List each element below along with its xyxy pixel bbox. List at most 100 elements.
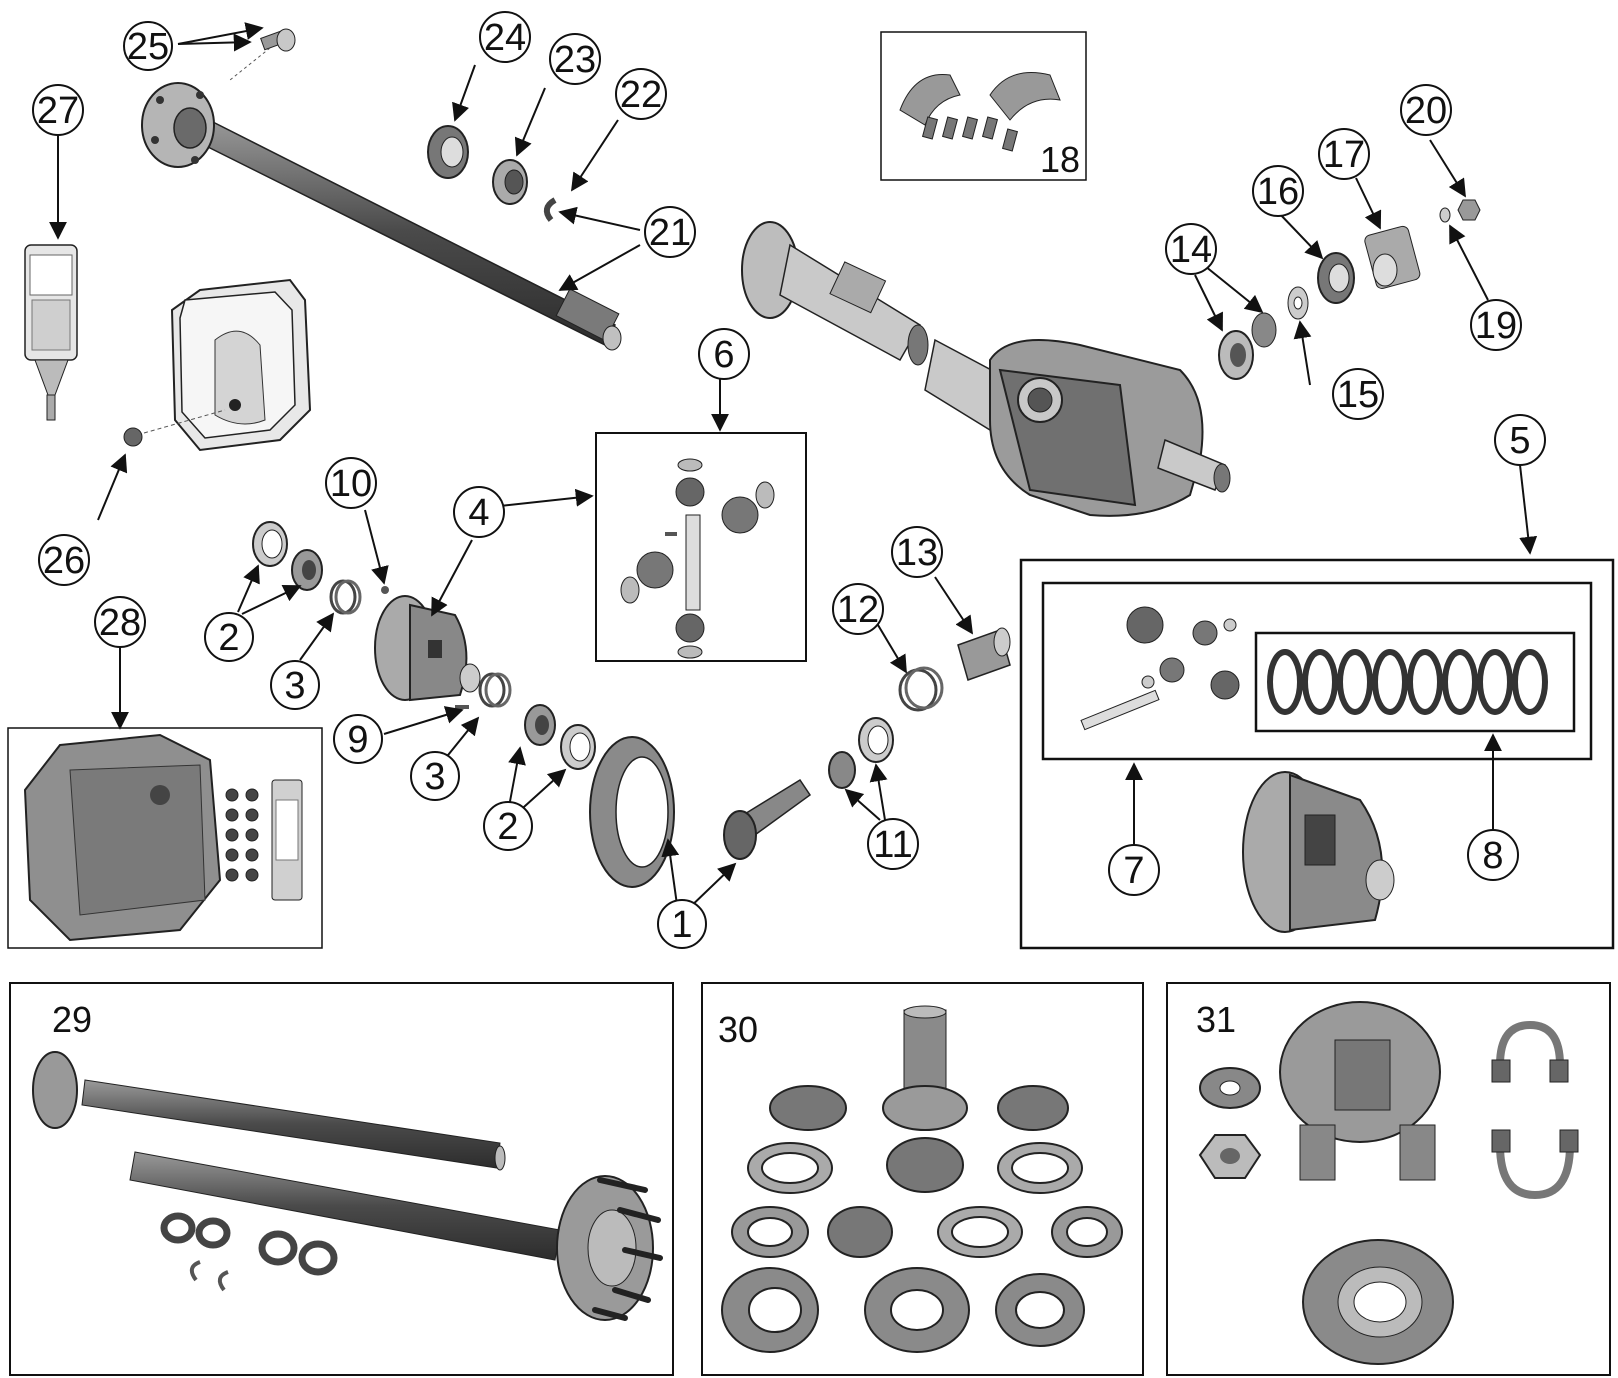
axle-housing-part (741, 221, 1231, 517)
pinion-washer-part (1287, 286, 1309, 320)
callout-27: 27 (32, 84, 84, 136)
clutch-pack-box (1254, 631, 1576, 733)
pinion-gear-part (723, 778, 812, 860)
box-number-29: 29 (52, 999, 92, 1040)
svg-text:1: 1 (671, 904, 692, 946)
svg-text:12: 12 (837, 589, 879, 631)
svg-text:11: 11 (873, 824, 912, 866)
axle-shaft-kit-parts (32, 1051, 663, 1321)
svg-text:23: 23 (554, 39, 596, 81)
carrier-bearing-part-right (524, 704, 596, 770)
callout-2a: 2 (204, 612, 254, 662)
axle-bearing-part (492, 159, 528, 205)
box-number-18: 18 (1040, 139, 1080, 180)
callout-16: 16 (1252, 165, 1304, 217)
callout-20: 20 (1400, 84, 1452, 136)
callout-19: 19 (1470, 299, 1522, 351)
pinion-seal-part (1317, 252, 1355, 304)
svg-text:24: 24 (484, 17, 526, 59)
box-number-31: 31 (1196, 999, 1236, 1040)
locker-case-part (1242, 771, 1395, 933)
svg-text:25: 25 (127, 26, 169, 68)
callout-6: 6 (698, 328, 750, 380)
carrier-shims-part-right (478, 672, 512, 708)
callout-28: 28 (94, 596, 146, 648)
lock-pin-part (455, 705, 469, 709)
svg-text:16: 16 (1257, 171, 1299, 213)
box-number-30: 30 (718, 1009, 758, 1050)
callout-23: 23 (549, 33, 601, 85)
callout-12: 12 (832, 583, 884, 635)
callout-17: 17 (1318, 128, 1370, 180)
callout-21: 21 (644, 206, 696, 258)
wheel-stud-part (229, 28, 296, 81)
box-numbers: 18 29 30 31 (52, 139, 1236, 1050)
svg-text:13: 13 (896, 532, 938, 574)
svg-text:14: 14 (1170, 229, 1212, 271)
callout-7: 7 (1108, 844, 1160, 896)
leader-arrows (49, 22, 1538, 913)
svg-text:4: 4 (468, 492, 489, 534)
svg-text:15: 15 (1337, 374, 1379, 416)
svg-text:20: 20 (1405, 90, 1447, 132)
callout-15: 15 (1332, 368, 1384, 420)
pinion-bearing-inner-part (828, 717, 894, 789)
svg-text:2: 2 (218, 617, 239, 659)
callout-14: 14 (1165, 223, 1217, 275)
pinion-nut-part (1439, 199, 1481, 223)
pinion-yoke-part (1364, 225, 1421, 289)
svg-text:5: 5 (1509, 420, 1530, 462)
svg-text:10: 10 (330, 463, 372, 505)
svg-text:26: 26 (43, 540, 85, 582)
clutch-pack-parts (1267, 649, 1548, 715)
svg-text:19: 19 (1475, 305, 1517, 347)
cover-plug-part (123, 409, 226, 447)
diff-cover-part (170, 278, 312, 452)
callout-9: 9 (333, 714, 383, 764)
axle-shaft-part (141, 82, 622, 351)
ring-gear-part (589, 736, 675, 888)
callout-26: 26 (38, 534, 90, 586)
axle-seal-part (427, 125, 469, 179)
bearing-kit-parts (721, 1005, 1123, 1353)
svg-text:22: 22 (620, 74, 662, 116)
callout-3a: 3 (270, 660, 320, 710)
callout-5: 5 (1494, 414, 1546, 466)
pinion-bearing-part (1218, 312, 1277, 380)
callout-24: 24 (479, 11, 531, 63)
callout-8: 8 (1467, 829, 1519, 881)
strap-kit-parts (899, 72, 1061, 152)
carrier-shims-part (329, 579, 362, 615)
spider-gear-kit-parts (620, 458, 775, 659)
carrier-bearing-cup-part (252, 521, 323, 591)
callout-13: 13 (891, 526, 943, 578)
callout-1: 1 (657, 899, 707, 949)
callout-3b: 3 (410, 751, 460, 801)
callout-25: 25 (123, 21, 173, 71)
svg-text:7: 7 (1123, 850, 1144, 892)
callout-22: 22 (615, 68, 667, 120)
differential-case-part (374, 586, 481, 702)
svg-text:21: 21 (649, 212, 691, 254)
callout-11: 11 (867, 818, 919, 870)
axle-shaft-kit-box (9, 982, 674, 1376)
svg-text:2: 2 (497, 806, 518, 848)
svg-text:3: 3 (284, 665, 305, 707)
callout-4: 4 (453, 486, 505, 538)
svg-text:27: 27 (37, 90, 79, 132)
svg-text:28: 28 (99, 602, 141, 644)
callout-2b: 2 (483, 801, 533, 851)
locker-internal-parts (1080, 606, 1240, 731)
svg-text:6: 6 (713, 334, 734, 376)
yoke-kit-parts (1198, 1001, 1579, 1365)
crush-sleeve-part (957, 627, 1011, 681)
callout-labels: 25 24 23 22 21 27 26 28 10 4 6 2 3 9 3 2… (32, 11, 1546, 949)
svg-text:3: 3 (424, 756, 445, 798)
rtv-sealant-tube-part (24, 244, 78, 421)
svg-text:17: 17 (1323, 134, 1365, 176)
svg-text:9: 9 (347, 719, 368, 761)
c-clip-part (543, 197, 557, 222)
svg-text:8: 8 (1482, 835, 1503, 877)
callout-10: 10 (325, 457, 377, 509)
